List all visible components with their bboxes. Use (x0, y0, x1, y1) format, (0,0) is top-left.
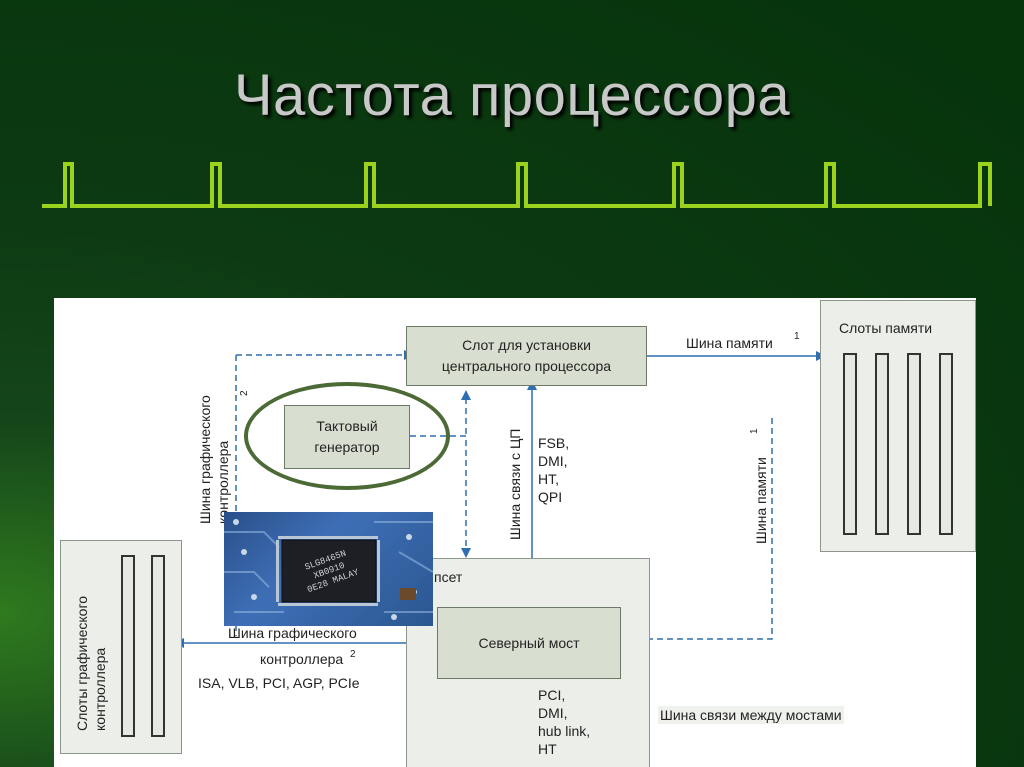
footnote-2-horizontal: 2 (350, 649, 356, 660)
footnote-1-side: 1 (749, 428, 760, 434)
gpu-bus-types: ISA, VLB, PCI, AGP, PCIe (198, 675, 360, 691)
footnote-1: 1 (794, 331, 800, 342)
memory-slot (843, 353, 857, 535)
cpu-link-types: FSB, DMI, HT, QPI (538, 435, 570, 505)
memory-bus-label-side: Шина памяти (753, 457, 769, 544)
north-bridge-box: Северный мост (437, 607, 621, 679)
clock-chip-photo: SLG8465NXB09100E28 MALAY (224, 512, 433, 626)
clock-generator-highlight-ring (244, 382, 450, 490)
memory-slot (907, 353, 921, 535)
graphics-slots-label: Слоты графического контроллера (74, 595, 108, 731)
graphics-slot (121, 555, 135, 737)
memory-slots-panel: Слоты памяти (820, 300, 976, 552)
gpu-bus-label-line1: Шина графического (228, 625, 357, 641)
bridge-link-types: PCI, DMI, hub link, HT (538, 687, 591, 757)
gpu-bus-label-line2: контроллера (260, 651, 344, 667)
memory-bus-label-top: Шина памяти (686, 335, 773, 351)
motherboard-diagram: Слот для установки центрального процессо… (54, 298, 976, 767)
graphics-slot (151, 555, 165, 737)
footnote-2: 2 (239, 390, 250, 396)
chipset-label: пcет (434, 569, 463, 585)
cpu-slot-box: Слот для установки центрального процессо… (406, 326, 647, 386)
memory-slots-title: Слоты памяти (839, 320, 933, 336)
gpu-bus-vertical-label: Шина графического контроллера (197, 395, 231, 524)
memory-slot (939, 353, 953, 535)
cpu-link-vertical-label: Шина связи с ЦП (507, 428, 523, 540)
memory-slot (875, 353, 889, 535)
bridge-link-label: Шина связи между мостами (658, 706, 844, 724)
clock-signal-waveform (42, 162, 992, 208)
graphics-slots-panel: Слоты графического контроллера (60, 540, 182, 754)
slide-title: Частота процессора (233, 63, 791, 128)
